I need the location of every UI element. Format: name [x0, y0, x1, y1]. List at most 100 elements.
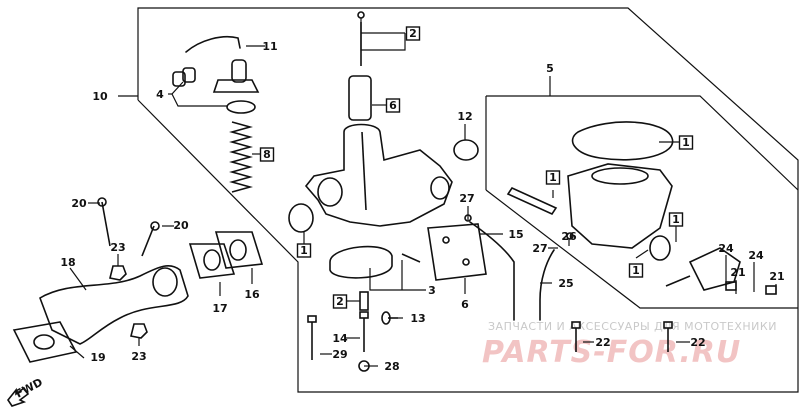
callout-number: 8	[263, 148, 271, 161]
callout-box	[668, 212, 684, 227]
fuel-fitting	[688, 247, 741, 291]
callout-c16: 16	[244, 288, 260, 301]
gasket-ring	[226, 100, 256, 114]
callout-c3: 3	[428, 284, 436, 297]
callout-number: 2	[409, 27, 417, 40]
piston-6	[348, 75, 372, 121]
callout-c13: 13	[410, 312, 425, 325]
callout-c23a: 23	[110, 241, 125, 254]
callout-number: 17	[212, 302, 227, 315]
callout-c20a: 20	[71, 197, 87, 210]
callout-c12: 12	[457, 110, 472, 123]
callout-c26: 26	[561, 230, 577, 243]
callout-c22b: 22	[690, 336, 705, 349]
jet-2	[359, 291, 369, 311]
o-ring-left	[288, 203, 314, 233]
callout-number: 24	[718, 242, 734, 255]
callout-number: 23	[110, 241, 125, 254]
callout-box	[296, 243, 312, 258]
callout-c24a: 24	[718, 242, 734, 255]
callout-number: 21	[730, 266, 745, 279]
nut-23a	[109, 265, 127, 281]
callout-number: 6	[389, 99, 397, 112]
callout-c1d: 1	[628, 263, 644, 278]
watermark: ЗАПЧАСТИ И АКСЕССУАРЫ ДЛЯ МОТОТЕХНИКИ PA…	[482, 320, 777, 370]
fwd-label: FWD	[13, 376, 45, 401]
callout-number: 28	[384, 360, 399, 373]
callout-number: 26	[561, 230, 577, 243]
callout-c10: 10	[92, 90, 108, 103]
intake-manifold-18	[39, 264, 189, 345]
callout-number: 1	[672, 213, 680, 226]
callout-c1b: 1	[545, 170, 561, 185]
drain-screw	[506, 186, 558, 216]
fwd-arrow-icon	[7, 386, 30, 407]
callout-c18: 18	[60, 256, 75, 269]
callout-c22a: 22	[595, 336, 610, 349]
callout-c17: 17	[212, 302, 227, 315]
callout-c27b: 27	[532, 242, 547, 255]
callout-c11: 11	[262, 40, 277, 53]
watermark-line-2: PARTS-FOR.RU	[482, 335, 741, 370]
callout-number: 6	[461, 298, 469, 311]
callout-number: 10	[92, 90, 108, 103]
callout-c19: 19	[90, 351, 105, 364]
callout-number: 29	[332, 348, 347, 361]
callout-number: 21	[769, 270, 784, 283]
callout-box	[678, 135, 694, 150]
callout-number: 1	[682, 136, 690, 149]
callout-number: 12	[457, 110, 472, 123]
callout-number: 1	[549, 171, 557, 184]
callout-number: 27	[459, 192, 474, 205]
hose-11	[185, 36, 241, 53]
callout-c25: 25	[558, 277, 573, 290]
callout-box	[259, 147, 275, 162]
callout-c4: 4	[156, 88, 164, 101]
callout-number: 3	[428, 284, 436, 297]
fwd-marker: FWD	[7, 376, 45, 407]
callout-c6a: 6	[385, 98, 401, 113]
callout-c8: 8	[259, 147, 275, 162]
nut-23b	[130, 323, 148, 339]
o-ring-right	[649, 235, 671, 261]
bolt-20b	[141, 225, 155, 257]
callout-number: 22	[595, 336, 610, 349]
tube-15	[469, 221, 515, 321]
callout-c1c: 1	[668, 212, 684, 227]
callout-number: 20	[173, 219, 189, 232]
callout-number: 22	[690, 336, 705, 349]
callout-c2a: 2	[405, 26, 421, 41]
callout-c24b: 24	[748, 249, 764, 262]
callout-c14: 14	[332, 332, 348, 345]
callout-number: 1	[632, 264, 640, 277]
top-cap	[212, 79, 260, 93]
callout-c1e: 1	[296, 243, 312, 258]
callout-box	[385, 98, 401, 113]
callout-c21b: 21	[769, 270, 784, 283]
callout-number: 5	[546, 62, 554, 75]
callout-c6b: 6	[461, 298, 469, 311]
callout-number: 15	[508, 228, 523, 241]
spring-8	[229, 121, 253, 193]
watermark-line-1: ЗАПЧАСТИ И АКСЕССУАРЫ ДЛЯ МОТОТЕХНИКИ	[488, 320, 777, 333]
callout-c21a: 21	[730, 266, 745, 279]
carburetor-body	[304, 123, 453, 227]
tube-25	[539, 249, 555, 321]
callout-number: 11	[262, 40, 277, 53]
callout-c2b: 2	[332, 294, 348, 309]
callout-number: 4	[156, 88, 164, 101]
callout-c27a: 27	[459, 192, 474, 205]
float-chamber	[567, 163, 673, 249]
callout-c28: 28	[384, 360, 399, 373]
callout-number: 13	[410, 312, 425, 325]
fitting-4	[231, 59, 247, 83]
callout-c20b: 20	[173, 219, 189, 232]
callout-c15: 15	[508, 228, 523, 241]
callout-number: 23	[131, 350, 146, 363]
insulator-16	[214, 231, 264, 269]
callout-number: 19	[90, 351, 105, 364]
callout-box	[628, 263, 644, 278]
cover-plate-6	[427, 223, 487, 281]
callout-c5: 5	[546, 62, 554, 75]
